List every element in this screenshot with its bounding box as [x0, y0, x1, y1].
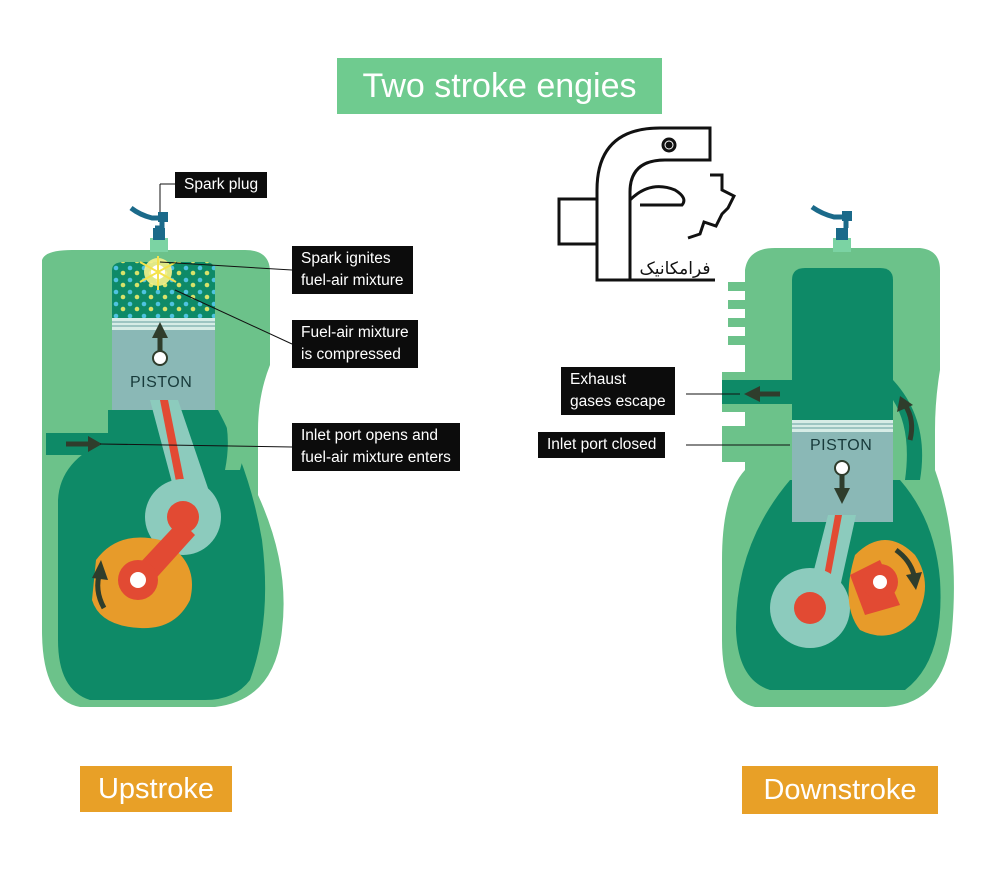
- upstroke-leader-lines: [99, 183, 293, 448]
- title-text: Two stroke engies: [362, 66, 637, 105]
- exhaust-arrow-icon: [744, 386, 780, 402]
- callout-mixture-compressed: Fuel-air mixture is compressed: [292, 320, 418, 368]
- inlet-arrow-icon: [66, 436, 102, 452]
- connecting-rod: [770, 515, 856, 648]
- callout-exhaust: Exhaust gases escape: [561, 367, 675, 415]
- callout-inlet-closed: Inlet port closed: [538, 432, 666, 458]
- upstroke-engine: [42, 183, 293, 707]
- rotation-arrow-icon: [894, 547, 922, 590]
- upstroke-label: Upstroke: [80, 766, 232, 812]
- callout-spark-plug: Spark plug: [175, 172, 268, 198]
- cylinder-interior: [792, 268, 893, 420]
- piston-label-upstroke: PISTON: [130, 374, 193, 391]
- piston-label-downstroke: PISTON: [810, 437, 873, 454]
- spark-glow: [139, 256, 177, 290]
- exhaust-port: [46, 368, 116, 408]
- downstroke-label: Downstroke: [742, 766, 938, 814]
- cooling-fins: [728, 282, 929, 345]
- diagram-title: Two stroke engies: [337, 58, 662, 114]
- piston-down-arrow-icon: [834, 460, 850, 504]
- inlet-port: [722, 426, 792, 462]
- brand-logo: [557, 126, 737, 282]
- downstroke-engine: [686, 204, 954, 707]
- spark-plug: [810, 204, 852, 252]
- rotation-arrow-icon: [92, 560, 108, 610]
- downstroke-leader-lines: [686, 393, 790, 446]
- piston-up-arrow-icon: [152, 322, 168, 366]
- piston: [112, 330, 215, 410]
- piston-rings: [792, 420, 893, 432]
- logo-text: فرامکانیک: [640, 259, 711, 279]
- cooling-fins-left: [54, 282, 256, 345]
- callout-inlet-opens: Inlet port opens and fuel-air mixture en…: [292, 423, 460, 471]
- transfer-arrow-icon: [897, 396, 915, 441]
- callout-spark-ignites: Spark ignites fuel-air mixture: [292, 246, 413, 294]
- connecting-rod: [145, 400, 221, 555]
- crankshaft: [92, 520, 195, 629]
- piston-rings: [112, 318, 215, 330]
- spark-plug: [129, 205, 168, 252]
- crankshaft: [848, 540, 925, 636]
